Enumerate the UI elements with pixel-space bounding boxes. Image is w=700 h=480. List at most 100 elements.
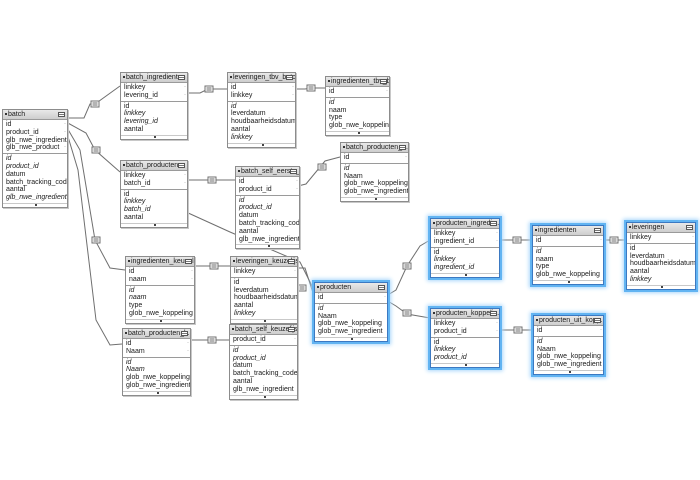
- field-row[interactable]: batch_tracking_code: [6, 178, 67, 186]
- key-field[interactable]: id·: [231, 84, 294, 92]
- field-row[interactable]: houdbaarheidsdatum: [234, 294, 297, 302]
- key-field[interactable]: glb_nwe_product·: [6, 144, 66, 152]
- resize-handle[interactable]: [230, 394, 297, 399]
- field-row[interactable]: ingredient_id: [434, 264, 475, 272]
- join-marker-icon[interactable]: [402, 309, 412, 317]
- ingredienten-keuzel-table-header[interactable]: ingredienten_keuzel...: [126, 257, 194, 267]
- key-field[interactable]: id·: [129, 268, 193, 276]
- relation-line[interactable]: [65, 129, 123, 346]
- resize-handle[interactable]: [126, 318, 194, 323]
- field-row[interactable]: linkkey: [124, 198, 146, 206]
- join-marker-icon[interactable]: [297, 284, 307, 292]
- field-row[interactable]: linkkey: [630, 275, 652, 283]
- resize-handle[interactable]: [533, 279, 603, 284]
- ingredienten-tbv-b-table-header[interactable]: ingredienten_tbv_b...: [326, 77, 389, 87]
- key-field[interactable]: product_id·: [434, 328, 498, 336]
- field-row[interactable]: product_id: [239, 204, 272, 212]
- join-marker-icon[interactable]: [207, 176, 217, 184]
- field-row[interactable]: glob_nwe_koppeling: [344, 180, 408, 188]
- key-field[interactable]: id·: [239, 178, 298, 186]
- key-field[interactable]: id·: [126, 340, 189, 348]
- field-row[interactable]: id: [536, 247, 542, 255]
- field-row[interactable]: glob_nwe_ingredient: [318, 328, 383, 336]
- resize-handle[interactable]: [121, 222, 187, 227]
- resize-handle[interactable]: [315, 336, 387, 341]
- field-row[interactable]: product_id: [434, 354, 467, 362]
- field-row[interactable]: id: [537, 337, 543, 345]
- resize-handle[interactable]: [121, 134, 187, 139]
- field-row[interactable]: naam: [536, 255, 554, 263]
- key-field[interactable]: id·: [318, 294, 386, 302]
- field-row[interactable]: aantal: [124, 125, 144, 133]
- relation-line[interactable]: [385, 299, 431, 319]
- key-field[interactable]: id·: [536, 237, 602, 245]
- field-row[interactable]: glob_nwe_ingredient: [344, 188, 408, 196]
- field-row[interactable]: id: [434, 248, 440, 256]
- field-row[interactable]: aantal: [124, 213, 144, 221]
- field-row[interactable]: Naam: [318, 312, 337, 320]
- field-row[interactable]: naam: [329, 106, 347, 114]
- field-row[interactable]: glob_nwe_koppeling: [329, 122, 389, 130]
- key-field[interactable]: product_id·: [239, 186, 298, 194]
- join-marker-icon[interactable]: [609, 236, 619, 244]
- resize-handle[interactable]: [341, 196, 408, 201]
- resize-handle[interactable]: [534, 369, 603, 374]
- join-marker-icon[interactable]: [402, 262, 412, 270]
- producten-koppelin-table-header[interactable]: producten_koppelin...: [431, 309, 499, 319]
- field-row[interactable]: linkkey: [124, 110, 146, 118]
- field-row[interactable]: id: [344, 164, 350, 172]
- field-row[interactable]: glob_nwe_koppeling: [537, 353, 601, 361]
- field-row[interactable]: id: [239, 196, 245, 204]
- join-marker-icon[interactable]: [204, 85, 214, 93]
- field-row[interactable]: aantal: [630, 268, 650, 276]
- field-row[interactable]: linkkey: [231, 133, 253, 141]
- field-row[interactable]: levering_id: [124, 118, 158, 126]
- field-row[interactable]: leverdatum: [234, 286, 269, 294]
- key-field[interactable]: id·: [344, 154, 407, 162]
- resize-handle[interactable]: [627, 284, 695, 289]
- key-field[interactable]: product_id·: [233, 336, 296, 344]
- key-field[interactable]: linkkey·: [630, 234, 694, 242]
- field-row[interactable]: naam: [129, 294, 147, 302]
- key-field[interactable]: linkkey·: [234, 268, 296, 276]
- join-marker-icon[interactable]: [209, 262, 219, 270]
- key-field[interactable]: linkkey·: [124, 172, 186, 180]
- field-row[interactable]: Naam: [344, 172, 363, 180]
- key-field[interactable]: glb_nwe_ingredient·: [6, 137, 67, 145]
- field-row[interactable]: id: [234, 278, 240, 286]
- relation-line[interactable]: [65, 121, 121, 173]
- leveringen-keuzelijs-table-header[interactable]: leveringen_keuzelijs...: [231, 257, 297, 267]
- join-marker-icon[interactable]: [207, 336, 217, 344]
- batch-self-eerste-table[interactable]: batch_self_eerste_...id·product_id·idpro…: [235, 166, 300, 250]
- field-row[interactable]: leverdatum: [630, 252, 665, 260]
- field-row[interactable]: id: [124, 102, 130, 110]
- key-field[interactable]: id·: [6, 121, 66, 129]
- field-row[interactable]: batch_id: [124, 206, 151, 214]
- field-row[interactable]: glob_nwe_koppeling: [129, 309, 193, 317]
- field-row[interactable]: id: [233, 346, 239, 354]
- field-row[interactable]: leverdatum: [231, 110, 266, 118]
- field-row[interactable]: aantal: [234, 302, 254, 310]
- join-marker-icon[interactable]: [512, 236, 522, 244]
- field-row[interactable]: Naam: [126, 366, 145, 374]
- join-marker-icon[interactable]: [90, 100, 100, 108]
- join-marker-icon[interactable]: [306, 84, 316, 92]
- field-row[interactable]: linkkey: [434, 256, 456, 264]
- leveringen-table-header[interactable]: leveringen: [627, 223, 695, 233]
- field-row[interactable]: id: [231, 102, 237, 110]
- key-field[interactable]: linkkey·: [231, 92, 294, 100]
- field-row[interactable]: aantal: [239, 227, 259, 235]
- relation-line[interactable]: [297, 156, 341, 187]
- producten-koppelin-table[interactable]: producten_koppelin...linkkey·product_id·…: [430, 308, 500, 368]
- field-row[interactable]: product_id: [6, 162, 39, 170]
- field-row[interactable]: id: [329, 98, 335, 106]
- ingredienten-table-header[interactable]: ingredienten: [533, 226, 603, 236]
